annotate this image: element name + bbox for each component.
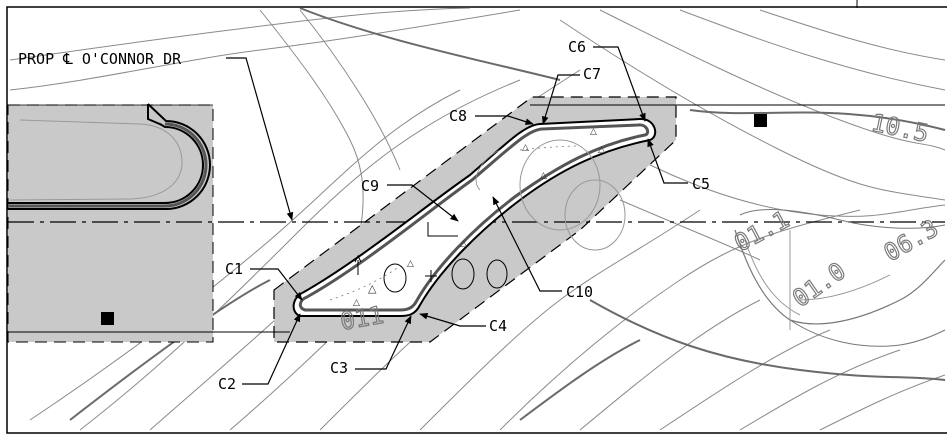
shaded-area-left (7, 104, 214, 343)
callout-c8: C8 (449, 107, 467, 125)
callout-c9-leader (387, 184, 459, 222)
contour-lines (9, 7, 946, 431)
street-label-leader (226, 57, 294, 221)
callout-c4: C4 (489, 317, 507, 335)
callout-c10: C10 (566, 283, 593, 301)
grade-text-right: 01.1 (730, 205, 794, 257)
callout-c2: C2 (218, 375, 236, 393)
svg-text:△: △ (522, 143, 529, 153)
svg-text:△: △ (590, 127, 597, 137)
callout-c1: C1 (225, 260, 243, 278)
callout-c1-leader (250, 268, 303, 301)
utility-symbols (354, 139, 626, 293)
callout-c7-leader (542, 74, 580, 125)
callout-c3-leader (355, 315, 412, 370)
grade-text-upper: 10.5 (869, 108, 931, 147)
callout-c3: C3 (330, 359, 348, 377)
svg-text:△: △ (540, 171, 547, 181)
callout-c6-leader (593, 46, 646, 122)
callout-c5: C5 (692, 175, 710, 193)
traffic-island: △ △ △ △ △ △ △ △ (292, 117, 657, 317)
street-name-label: PROP ℄ O'CONNOR DR (18, 50, 182, 68)
callout-c8-leader (475, 115, 534, 125)
svg-text:△: △ (598, 145, 605, 155)
callouts: C1 C2 C3 C4 C5 C6 C7 C8 C9 C10 (218, 38, 710, 393)
survey-marker-right (754, 114, 767, 127)
grade-text-right-2: 01.0 (787, 257, 850, 313)
crosswalk-curb-line (427, 222, 458, 237)
callout-c10-leader (492, 196, 562, 292)
svg-text:△: △ (407, 259, 414, 269)
callout-c5-leader (647, 138, 688, 184)
drawing-frame (6, 6, 947, 434)
callout-c7: C7 (583, 65, 601, 83)
callout-c6: C6 (568, 38, 586, 56)
svg-text:△: △ (460, 239, 467, 249)
callout-c9: C9 (361, 177, 379, 195)
svg-text:△: △ (368, 282, 377, 295)
left-curb-return (8, 103, 211, 210)
callout-c2-leader (242, 313, 301, 385)
island-inner (298, 123, 650, 312)
survey-marker-left (101, 312, 114, 325)
callout-c4-leader (419, 312, 486, 327)
existing-features-right (734, 209, 946, 347)
svg-text:△: △ (353, 298, 360, 308)
